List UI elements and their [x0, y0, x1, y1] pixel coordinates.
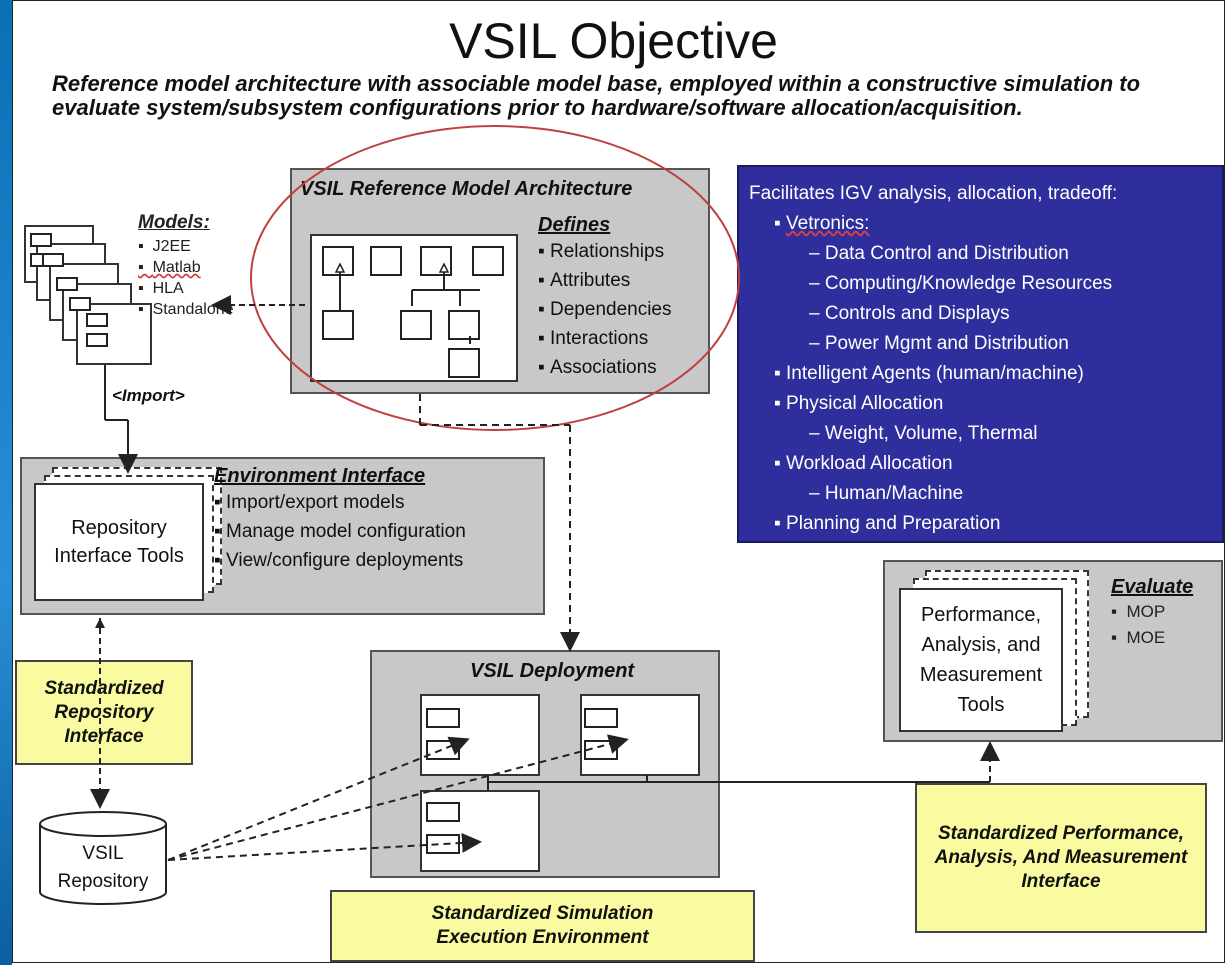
workload-item: Workload Allocation — [739, 449, 1222, 479]
environment-interface-panel: Repository Interface Tools Environment I… — [20, 457, 545, 615]
agents-item: Intelligent Agents (human/machine) — [739, 359, 1222, 389]
model-item: J2EE — [138, 236, 234, 257]
environment-item: View/configure deployments — [214, 546, 466, 575]
reference-model-title: VSIL Reference Model Architecture — [300, 178, 633, 200]
reference-model-diagram — [310, 234, 518, 382]
defines-item: Dependencies — [538, 295, 671, 324]
performance-tools: Performance, Analysis, and Measurement T… — [899, 588, 1063, 732]
model-item: HLA — [138, 278, 234, 299]
repository-interface-tools: Repository Interface Tools — [34, 483, 204, 601]
defines-item: Attributes — [538, 266, 672, 295]
deployment-panel: VSIL Deployment — [370, 650, 720, 878]
vetronics-subitem: Controls and Displays — [739, 299, 1222, 329]
slide-frame — [12, 0, 1225, 963]
pam-interface-label: Standardized Performance, Analysis, And … — [915, 783, 1207, 933]
models-panel: Models: J2EE Matlab HLA Standalone — [138, 212, 234, 320]
models-heading: Models: — [138, 212, 210, 233]
defines-item: Interactions — [538, 324, 672, 353]
repository-label: VSIL Repository — [57, 843, 149, 892]
facilitates-panel: Facilitates IGV analysis, allocation, tr… — [737, 165, 1224, 543]
repository-cylinder: VSIL Repository — [38, 810, 168, 906]
reference-model-panel: VSIL Reference Model Architecture Define… — [290, 168, 710, 394]
import-label: <Import> — [112, 386, 185, 405]
evaluate-item: MOP — [1111, 599, 1193, 625]
evaluate-item: MOE — [1111, 625, 1193, 651]
slide-title: VSIL Objective — [449, 13, 778, 69]
defines-item: Associations — [538, 353, 672, 382]
facilitates-heading: Facilitates IGV analysis, allocation, tr… — [749, 183, 1118, 204]
model-item: Matlab — [138, 257, 234, 278]
evaluate-heading: Evaluate — [1111, 576, 1194, 598]
defines-item: Relationships — [538, 237, 672, 266]
repository-interface-label: Standardized Repository Interface — [15, 660, 193, 765]
defines-heading: Defines — [538, 214, 611, 236]
evaluate-panel: Performance, Analysis, and Measurement T… — [883, 560, 1223, 742]
environment-interface-title: Environment Interface — [214, 465, 426, 487]
workload-subitem: Human/Machine — [739, 479, 1222, 509]
physical-subitem: Weight, Volume, Thermal — [739, 419, 1222, 449]
slide-subtitle: Reference model architecture with associ… — [52, 71, 1141, 120]
left-accent-bar — [0, 0, 12, 965]
vetronics-item: Vetronics: — [739, 209, 1222, 239]
vetronics-subitem: Power Mgmt and Distribution — [739, 329, 1222, 359]
deployment-title: VSIL Deployment — [470, 660, 635, 682]
planning-item: Planning and Preparation — [739, 509, 1222, 539]
models-stack — [24, 225, 164, 385]
environment-item: Import/export models — [214, 488, 466, 517]
environment-item: Manage model configuration — [214, 517, 466, 546]
physical-item: Physical Allocation — [739, 389, 1222, 419]
vetronics-subitem: Computing/Knowledge Resources — [739, 269, 1222, 299]
highlight-ellipse — [250, 125, 740, 431]
execution-environment-label: Standardized Simulation Execution Enviro… — [330, 890, 755, 962]
vetronics-subitem: Data Control and Distribution — [739, 239, 1222, 269]
